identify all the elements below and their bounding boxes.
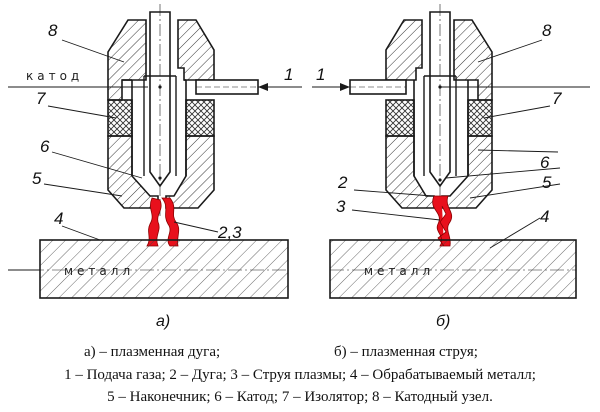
label-a-6: 6 bbox=[40, 137, 50, 156]
gas-arrow-b bbox=[340, 83, 350, 91]
label-a-5: 5 bbox=[32, 169, 42, 188]
caption-line-3: 5 – Наконечник; 6 – Катод; 7 – Изолятор;… bbox=[107, 389, 493, 405]
label-a-23: 2,3 bbox=[217, 223, 242, 242]
label-b-8: 8 bbox=[542, 21, 552, 40]
label-a-7: 7 bbox=[36, 89, 46, 108]
label-b-6: 6 bbox=[540, 153, 550, 172]
plasma-torch-diagram: катод металл металл 8 1 7 6 5 2,3 4 8 1 … bbox=[8, 4, 590, 330]
metal-label: металл bbox=[64, 264, 134, 278]
subfigure-label-b: б) bbox=[436, 313, 450, 330]
caption-plasma-jet: б) – плазменная струя; bbox=[334, 344, 478, 360]
insulator-a-left bbox=[107, 99, 133, 137]
label-b-1: 1 bbox=[316, 65, 325, 84]
workpiece-b bbox=[329, 239, 577, 299]
metal-label-b: металл bbox=[364, 264, 434, 278]
insulator-b-right bbox=[467, 99, 493, 137]
gas-arrow-a bbox=[258, 83, 268, 91]
leader-lines bbox=[8, 39, 590, 271]
label-b-2: 2 bbox=[337, 173, 348, 192]
cathode-unit-b bbox=[453, 19, 493, 101]
torch-b bbox=[349, 4, 493, 247]
cathode-unit-a bbox=[107, 19, 147, 101]
insulator-b-left bbox=[385, 99, 415, 137]
label-a-4: 4 bbox=[54, 209, 63, 228]
caption-line-1: а) – плазменная дуга; б) – плазменная ст… bbox=[0, 344, 600, 364]
label-b-4: 4 bbox=[540, 207, 549, 226]
subfigure-label-a: а) bbox=[156, 313, 170, 330]
caption-plasma-arc: а) – плазменная дуга; bbox=[84, 344, 221, 360]
label-b-7: 7 bbox=[552, 89, 562, 108]
label-a-8: 8 bbox=[48, 21, 58, 40]
label-b-3: 3 bbox=[336, 197, 346, 216]
cathode-label: катод bbox=[26, 69, 83, 83]
torch-a bbox=[107, 4, 259, 247]
insulator-a-right bbox=[185, 99, 215, 137]
label-a-1: 1 bbox=[284, 65, 293, 84]
label-b-5: 5 bbox=[542, 173, 552, 192]
workpiece-a bbox=[8, 239, 289, 299]
caption-line-2: 1 – Подача газа; 2 – Дуга; 3 – Струя пла… bbox=[64, 367, 536, 383]
